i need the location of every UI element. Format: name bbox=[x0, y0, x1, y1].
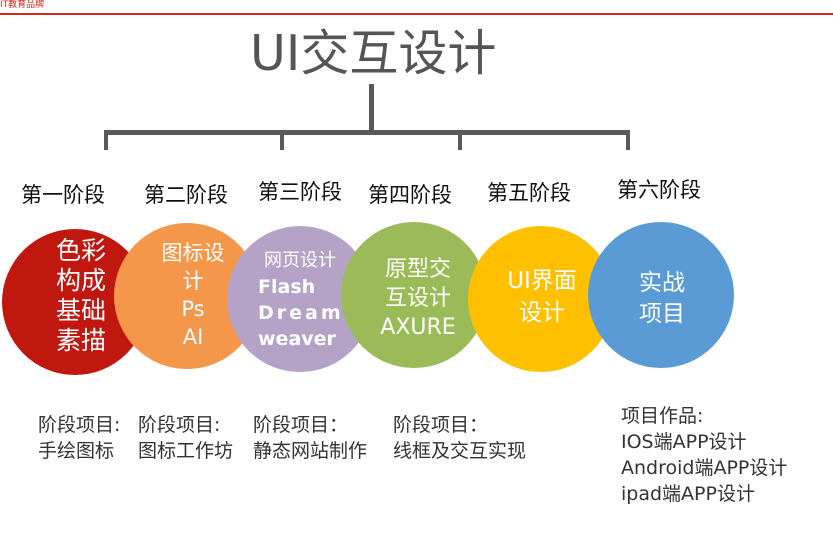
circle-6-text: 实战 项目 bbox=[614, 268, 710, 330]
project-3-line-2: 静态网站制作 bbox=[253, 440, 368, 462]
stage-label-4: 第四阶段 bbox=[368, 183, 452, 207]
project-5: 项目作品: IOS端APP设计 Android端APP设计 ipad端APP设计 bbox=[621, 403, 787, 507]
circle-1-line-4: 素描 bbox=[55, 326, 106, 355]
circle-2-line-3: Ps bbox=[181, 297, 205, 321]
project-5-line-1: 项目作品: bbox=[621, 405, 704, 427]
project-1: 阶段项目: 手绘图标 bbox=[38, 412, 120, 464]
circle-6-line-2: 项目 bbox=[639, 301, 685, 327]
project-1-line-1: 阶段项目: bbox=[38, 414, 121, 436]
circle-2-line-1: 图标设 bbox=[161, 241, 225, 265]
tree-drop-4 bbox=[626, 130, 630, 150]
project-2: 阶段项目: 图标工作坊 bbox=[138, 412, 233, 464]
stage-label-2: 第二阶段 bbox=[144, 183, 228, 207]
circle-1-text: 色彩 构成 基础 素描 bbox=[42, 236, 120, 356]
circle-4-line-1: 原型交 bbox=[384, 257, 451, 282]
circle-6-line-1: 实战 bbox=[639, 270, 685, 296]
circle-3-line-1: 网页设计 bbox=[264, 250, 336, 271]
stage-label-3: 第三阶段 bbox=[258, 180, 342, 204]
project-2-line-2: 图标工作坊 bbox=[138, 440, 234, 462]
circle-2-text: 图标设 计 Ps AI bbox=[148, 239, 238, 351]
tree-branch bbox=[104, 130, 629, 135]
circle-1-line-3: 基础 bbox=[55, 296, 106, 325]
circle-4-text: 原型交 互设计 AXURE bbox=[368, 255, 468, 342]
stage-label-5: 第五阶段 bbox=[487, 181, 571, 205]
tree-drop-3 bbox=[458, 130, 462, 150]
circle-2-line-2: 计 bbox=[182, 269, 204, 293]
stage-label-1: 第一阶段 bbox=[21, 183, 105, 207]
project-1-line-2: 手绘图标 bbox=[38, 440, 115, 462]
project-3: 阶段项目： 静态网站制作 bbox=[253, 412, 367, 464]
circle-4-line-3: AXURE bbox=[380, 315, 456, 340]
circle-1-line-2: 构成 bbox=[55, 266, 106, 295]
circle-3-line-3: Dream bbox=[258, 302, 344, 324]
circle-2-line-4: AI bbox=[182, 325, 204, 349]
project-3-line-1: 阶段项目： bbox=[253, 414, 349, 436]
project-5-line-2: IOS端APP设计 bbox=[621, 431, 747, 453]
circle-5-text: UI界面 设计 bbox=[488, 265, 596, 329]
tree-drop-2 bbox=[280, 130, 284, 150]
project-5-line-3: Android端APP设计 bbox=[621, 457, 788, 479]
circle-1-line-1: 色彩 bbox=[55, 236, 106, 265]
project-4-line-1: 阶段项目： bbox=[393, 414, 489, 436]
project-2-line-1: 阶段项目: bbox=[138, 414, 221, 436]
circle-3-text: 网页设计 Flash Dream weaver bbox=[258, 248, 356, 352]
stage-circle-6 bbox=[588, 222, 734, 368]
project-4-line-2: 线框及交互实现 bbox=[393, 440, 527, 462]
page-title: UI交互设计 bbox=[250, 25, 497, 82]
circle-3-line-4: weaver bbox=[258, 328, 336, 350]
header-rule bbox=[0, 13, 833, 15]
circle-5-line-2: 设计 bbox=[519, 300, 565, 326]
circle-3-line-2: Flash bbox=[258, 276, 316, 298]
brand-text: IT教育品牌 bbox=[0, 0, 45, 10]
project-5-line-4: ipad端APP设计 bbox=[621, 483, 755, 505]
stage-label-6: 第六阶段 bbox=[617, 178, 701, 202]
stage-circle-4 bbox=[341, 222, 487, 368]
tree-stem bbox=[369, 84, 374, 132]
circle-5-line-1: UI界面 bbox=[507, 268, 577, 294]
project-4: 阶段项目： 线框及交互实现 bbox=[393, 412, 526, 464]
tree-drop-1 bbox=[104, 130, 108, 150]
circle-4-line-2: 互设计 bbox=[384, 286, 451, 311]
